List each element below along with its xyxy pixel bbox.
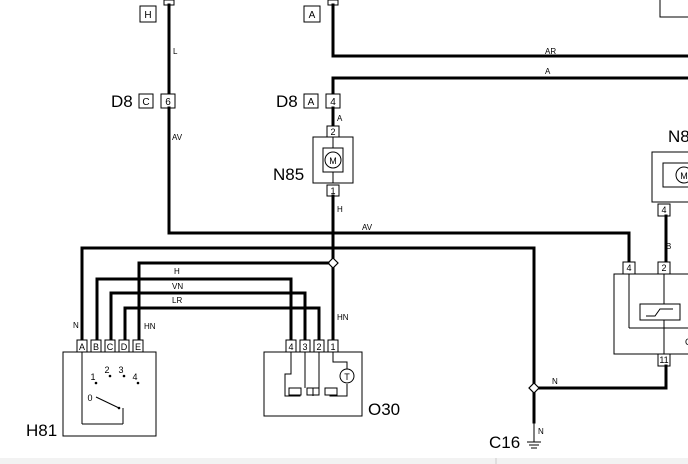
n85-pin-bottom: 1 [330,186,335,196]
module-pin-11: 11 [659,355,668,365]
connector-h-label: H [144,10,151,21]
wire-av-mid-label: AV [362,223,373,232]
h81-pin-e: E [135,342,141,352]
n8-motor-icon: M [680,171,688,181]
connector-a-label: A [309,10,316,21]
junction-node [327,257,339,269]
n85-pin-top: 2 [330,127,335,137]
connector-d8-c-tag: C [142,97,149,108]
wire-a-top [331,76,688,96]
module-partial-label: C [685,337,688,347]
connector-d8-a: D8 A 4 [276,92,341,111]
h81-wiper-0: 0 [87,393,92,403]
wire-l-label: L [173,47,178,56]
connector-d8-c-name: D8 [111,92,133,111]
component-right-module: 4 2 11 C [613,261,688,367]
h81-pin-c: C [107,342,114,352]
motor-icon: M [329,156,337,166]
h81-contact-1: 1 [90,372,95,382]
wire-h-motor-label: H [337,205,343,214]
wire-n-ground [331,246,536,424]
h81-contact-4: 4 [132,372,137,382]
connector-d8-a-name: D8 [276,92,298,111]
wire-h-run [137,261,330,342]
wire-a-top-label: A [545,67,551,76]
wire-lr [109,291,307,342]
top-right-component-edge [659,0,688,18]
o30-pin-4: 4 [288,342,293,352]
wire-vn-label: VN [172,282,183,291]
component-n85: 2 M 1 N85 [273,125,354,197]
ground-c16: N C16 [489,422,544,452]
wire-av-mid [167,231,631,264]
bottom-edge [0,458,688,464]
thermal-switch-icon: T [344,372,350,382]
c16-label: C16 [489,433,520,452]
connector-d8-a-tag: A [308,97,315,108]
connector-a-top: A [303,0,339,23]
connector-d8-c-pin: 6 [165,97,171,108]
h81-pin-d: D [121,342,128,352]
h81-pin-b: B [93,342,99,352]
o30-pin-2: 2 [316,342,321,352]
n8-pin-4: 4 [661,205,666,215]
wire-lr-label: LR [172,296,182,305]
wire-h-run-label: H [174,267,180,276]
component-h81: A B C D E 1 2 3 4 0 H81 [26,339,157,440]
module-pin-4: 4 [626,263,631,273]
wire-ar [331,3,688,58]
n8-label: N8 [668,127,688,146]
connector-d8-a-pin: 4 [330,97,336,108]
connector-d8-c: D8 C 6 [111,92,176,111]
h81-contact-2: 2 [104,365,109,375]
wire-n-ground-label: N [538,427,544,436]
wire-hn-o30-label: HN [337,313,349,322]
wire-n-left [80,246,335,342]
h81-pin-a: A [79,342,85,352]
wire-av-left-label: AV [172,133,183,142]
wire-b-right-label: B [666,242,671,251]
module-pin-2: 2 [661,263,666,273]
o30-pin-1: 1 [330,342,335,352]
h81-label: H81 [26,421,57,440]
wire-ar-label: AR [545,47,556,56]
wire-n-c16-label: N [552,377,558,386]
h81-contact-3: 3 [118,365,123,375]
wire-hn-label: HN [144,322,156,331]
wire-a-motor-label: A [337,114,343,123]
wire-n-c16 [532,364,668,390]
component-o30: 4 3 2 1 T O30 [263,339,400,419]
junction-node-ground [528,382,540,394]
component-n8-partial: M 4 N8 [651,127,688,217]
wire-n-left-label: N [73,321,79,330]
o30-label: O30 [368,400,400,419]
wire-hn [123,306,321,342]
n85-label: N85 [273,165,304,184]
o30-pin-3: 3 [302,342,307,352]
